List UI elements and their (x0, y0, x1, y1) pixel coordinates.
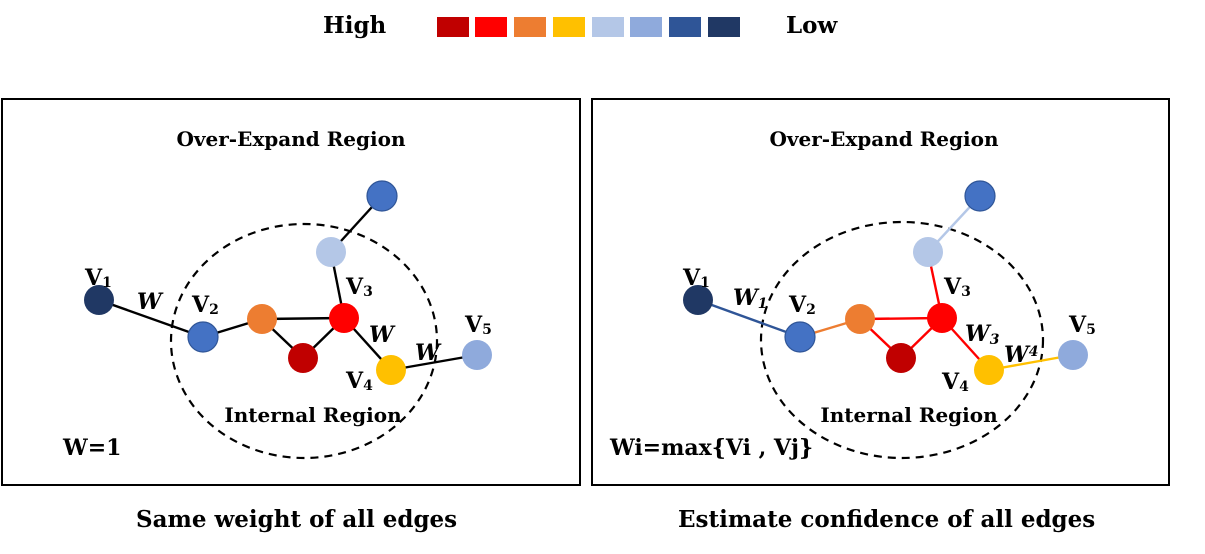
legend-swatch-1 (437, 17, 469, 37)
right-caption: Estimate confidence of all edges (678, 506, 1096, 533)
right-label-v2: V2 (788, 292, 816, 318)
right-node-v5 (1058, 340, 1088, 370)
right-node-v2 (784, 321, 816, 353)
left-label-v2: V2 (191, 292, 219, 318)
right-edge-v1-v2 (697, 298, 801, 339)
legend-swatch-4 (553, 17, 585, 37)
left-edge-label-1: W (137, 289, 164, 315)
right-label-v3: V3 (943, 274, 971, 300)
right-node-dark (886, 343, 916, 373)
left-node-v1 (84, 285, 114, 315)
right-formula: Wi=max{Vi , Vj} (609, 435, 813, 461)
left-graph: Over-Expand Region Internal Region W W W… (62, 127, 492, 461)
left-edge-v1-v2 (98, 298, 204, 339)
right-edge-label-w3: W3 (965, 321, 1000, 348)
right-node-orange (845, 304, 875, 334)
right-over-expand-label: Over-Expand Region (769, 127, 998, 151)
left-label-v5: V5 (464, 312, 492, 338)
left-label-v1: V1 (84, 265, 112, 291)
right-label-v4: V4 (941, 369, 969, 395)
right-node-v3 (927, 303, 957, 333)
legend-high-label: High (323, 12, 387, 39)
legend-swatch-3 (514, 17, 546, 37)
right-graph: Over-Expand Region Internal Region W1 W3… (609, 127, 1096, 461)
left-label-v3: V3 (345, 274, 373, 300)
left-edge-label-2: W (369, 322, 396, 348)
right-edge-label-w1: W1 (733, 285, 767, 312)
right-node-v1 (683, 285, 713, 315)
left-label-v4: V4 (345, 368, 373, 394)
left-panel: Over-Expand Region Internal Region W W W… (1, 98, 581, 486)
right-panel: Over-Expand Region Internal Region W1 W3… (591, 98, 1170, 486)
left-caption: Same weight of all edges (136, 506, 458, 533)
left-node-light (316, 237, 346, 267)
right-node-light (913, 237, 943, 267)
left-node-dark (288, 343, 318, 373)
right-edge-label-w4: W4 (1004, 342, 1038, 368)
left-node-v4 (376, 355, 406, 385)
right-internal-region-boundary (759, 220, 1045, 460)
right-internal-label: Internal Region (820, 403, 998, 427)
left-node-orange (247, 304, 277, 334)
left-internal-label: Internal Region (224, 403, 402, 427)
legend-swatch-5 (592, 17, 624, 37)
legend-low-label: Low (786, 12, 838, 39)
left-formula: W=1 (62, 435, 121, 461)
right-label-v5: V5 (1068, 312, 1096, 338)
left-node-top (366, 180, 398, 212)
left-node-v3 (329, 303, 359, 333)
legend-swatch-6 (630, 17, 662, 37)
left-node-v2 (187, 321, 219, 353)
left-internal-region-boundary (169, 222, 439, 460)
right-node-top (964, 180, 996, 212)
left-node-v5 (462, 340, 492, 370)
right-node-v4 (974, 355, 1004, 385)
legend-swatch-8 (708, 17, 740, 37)
legend-swatch-2 (475, 17, 507, 37)
left-edge-label-3: W (415, 340, 442, 366)
legend-swatch-7 (669, 17, 701, 37)
left-over-expand-label: Over-Expand Region (176, 127, 405, 151)
right-label-v1: V1 (682, 265, 710, 291)
